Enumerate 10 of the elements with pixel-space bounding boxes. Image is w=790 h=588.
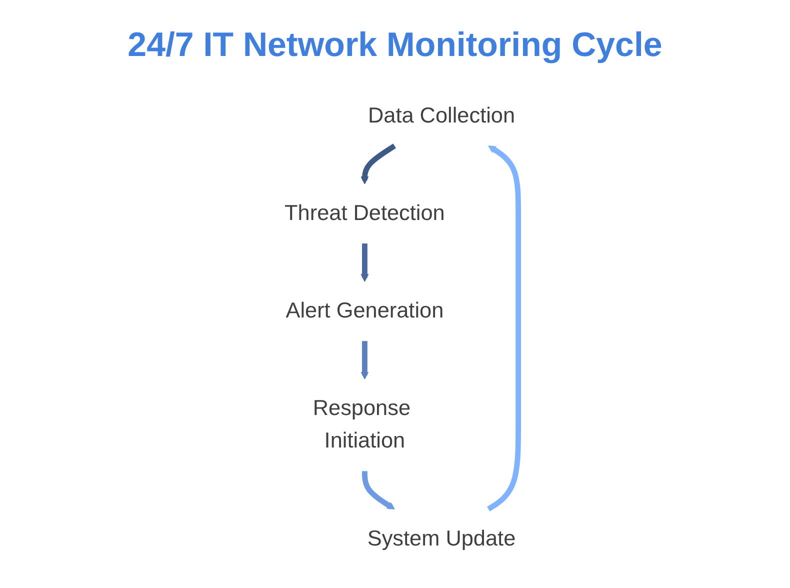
diagram-title: 24/7 IT Network Monitoring Cycle [128, 26, 662, 65]
step-label: Alert Generation [286, 298, 444, 323]
arrow [360, 144, 396, 184]
arrow [360, 243, 369, 282]
step-label: System Update [367, 526, 516, 551]
step-label: Response Initiation [312, 396, 411, 454]
step-label: Data Collection [368, 103, 516, 128]
arrow [360, 341, 369, 380]
arrow [487, 146, 522, 512]
step-label: Threat Detection [284, 201, 445, 226]
